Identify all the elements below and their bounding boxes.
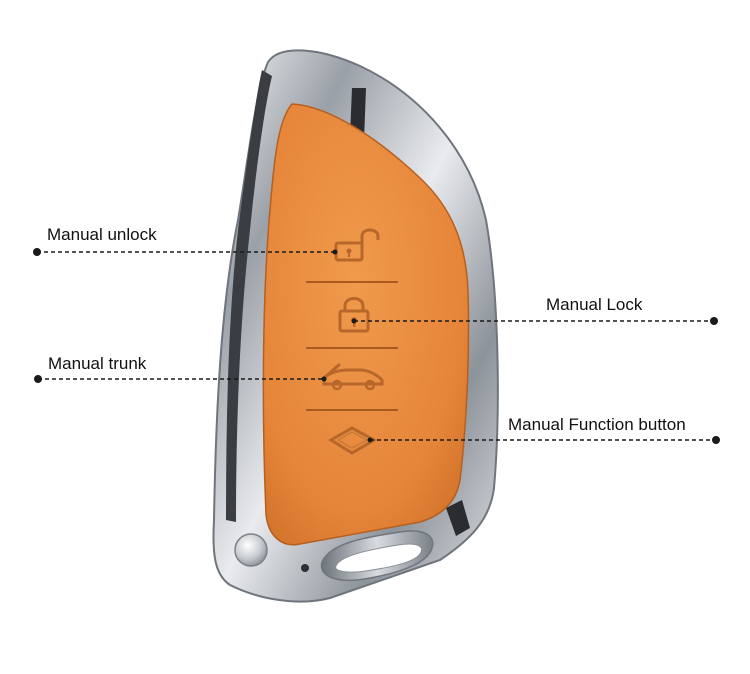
label-manual-lock: Manual Lock [546, 295, 643, 314]
screw-icon [234, 533, 309, 572]
car-trunk-icon[interactable] [322, 362, 384, 391]
bottom-stripe [446, 500, 470, 536]
label-manual-unlock: Manual unlock [47, 225, 157, 244]
key-ring-loop [320, 530, 434, 581]
side-rail [226, 70, 272, 522]
label-manual-function-button: Manual Function button [508, 415, 686, 434]
label-manual-trunk: Manual trunk [48, 354, 147, 373]
leader-lines [33, 248, 720, 444]
leather-panel [262, 103, 470, 546]
